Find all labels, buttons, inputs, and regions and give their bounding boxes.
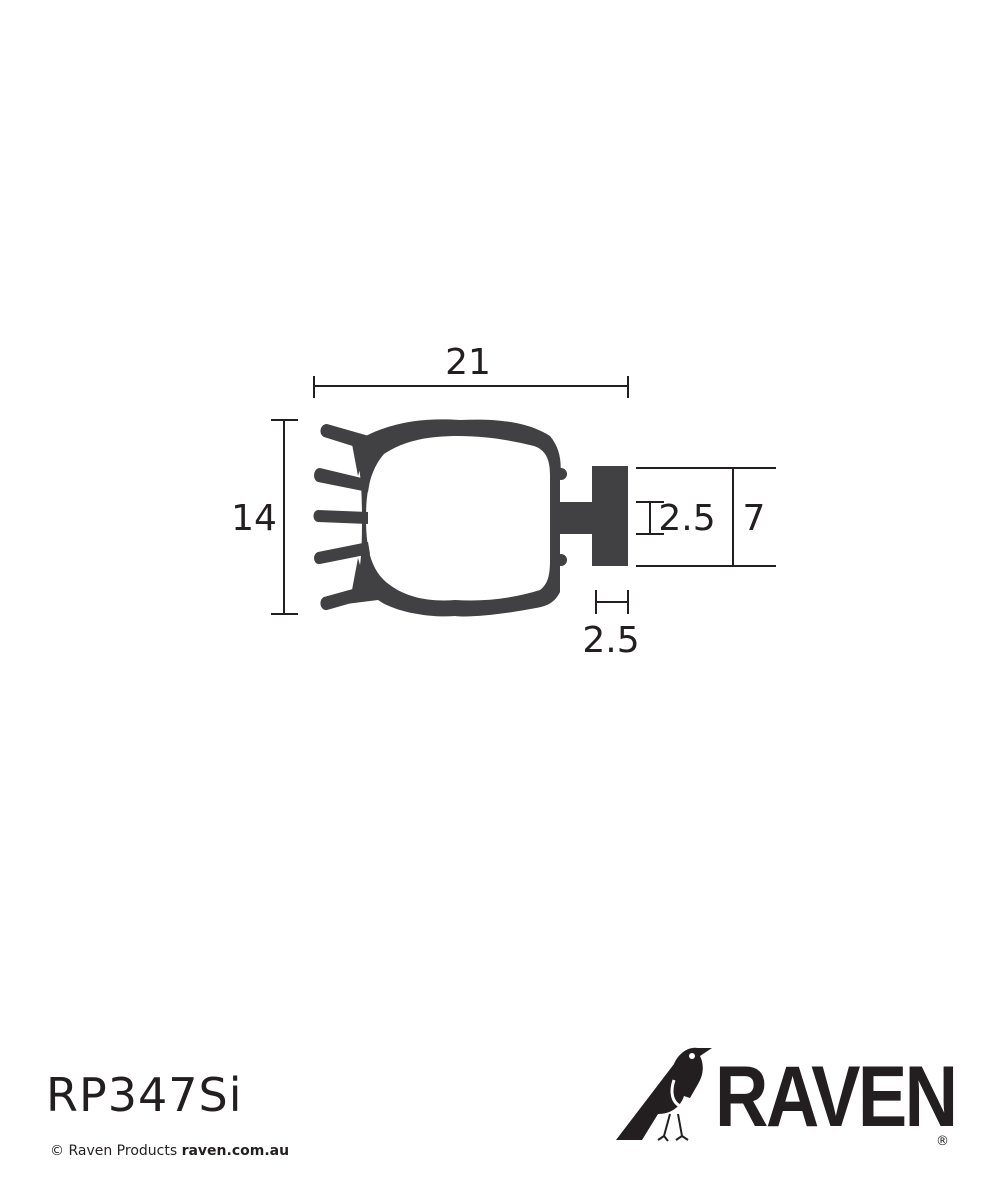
- dimension-lines: [271, 376, 776, 615]
- dim-flange-thickness: 2.5: [582, 620, 639, 661]
- raven-bird-icon: [616, 1047, 712, 1142]
- product-code: RP347Si: [46, 1068, 243, 1122]
- finger-middle: [313, 510, 368, 524]
- finger-top: [320, 424, 383, 454]
- copyright-text: © Raven Products: [50, 1143, 178, 1159]
- website-link[interactable]: raven.com.au: [181, 1143, 290, 1159]
- barb-left-lower: [352, 558, 366, 590]
- seal-profile-drawing: 21 14 2.5 7 2.5: [231, 342, 776, 661]
- dim-overall-height: 14: [231, 498, 277, 539]
- registered-mark: ®: [936, 1134, 949, 1149]
- barb-left-upper: [352, 444, 366, 476]
- flange: [592, 466, 628, 566]
- barb-right-upper: [555, 468, 567, 480]
- footer: © Raven Products raven.com.au: [50, 1143, 289, 1159]
- finger-upper: [314, 468, 370, 492]
- seal-profile: [313, 419, 628, 617]
- dim-stem-thickness: 2.5: [658, 498, 715, 539]
- barb-right-lower: [555, 554, 567, 566]
- brand-name: RAVEN: [715, 1049, 958, 1145]
- raven-logo: RAVEN ®: [612, 1040, 958, 1155]
- stem: [556, 502, 596, 534]
- finger-bottom: [320, 582, 383, 611]
- dim-flange-height: 7: [743, 498, 766, 539]
- dim-overall-width: 21: [445, 342, 491, 383]
- finger-lower: [314, 542, 370, 565]
